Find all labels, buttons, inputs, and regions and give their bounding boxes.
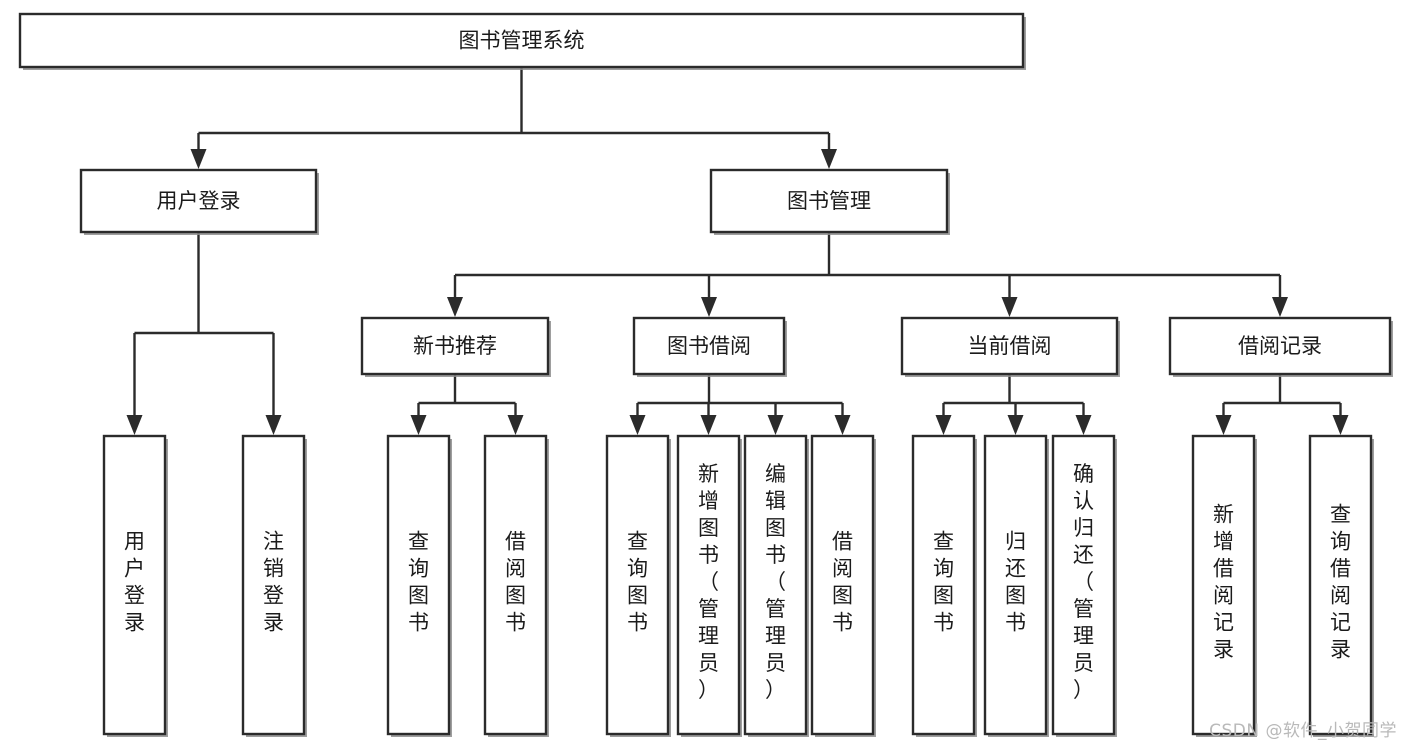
- node-leaf-query-record[interactable]: 查询借阅记录: [1308, 434, 1374, 737]
- node-label: 编辑图书（管理员）: [765, 462, 786, 702]
- node-label: 用户登录: [124, 530, 145, 635]
- node-rect[interactable]: [1308, 434, 1373, 736]
- node-leaf-add-record[interactable]: 新增借阅记录: [1191, 434, 1257, 737]
- node-rect[interactable]: [911, 434, 976, 736]
- node-label: 借阅记录: [1238, 334, 1322, 358]
- arrow-head-icon: [821, 149, 837, 169]
- node-label: 查询图书: [627, 530, 648, 635]
- node-rect[interactable]: [1051, 434, 1116, 736]
- node-leaf-logout[interactable]: 注销登录: [241, 434, 307, 737]
- connector-book-manage: [447, 232, 1288, 317]
- node-leaf-edit-book[interactable]: 编辑图书（管理员）: [743, 434, 809, 737]
- node-rect[interactable]: [1168, 316, 1392, 376]
- arrow-head-icon: [507, 415, 524, 435]
- node-label: 图书借阅: [667, 334, 751, 358]
- connector-layer: [126, 67, 1349, 435]
- node-label: 新书推荐: [413, 334, 497, 358]
- node-rect[interactable]: [605, 434, 670, 736]
- connector-current-borrow: [935, 374, 1092, 435]
- arrow-head-icon: [1075, 415, 1092, 435]
- arrow-head-icon: [190, 149, 207, 169]
- node-current-borrow[interactable]: 当前借阅: [900, 316, 1120, 377]
- node-rect[interactable]: [900, 316, 1119, 376]
- node-user-login[interactable]: 用户登录: [79, 168, 319, 235]
- node-label: 图书管理: [787, 189, 871, 213]
- arrow-head-icon: [1215, 415, 1232, 435]
- node-borrow-record[interactable]: 借阅记录: [1168, 316, 1393, 377]
- connector-user-login: [126, 232, 282, 435]
- node-rect[interactable]: [709, 168, 949, 234]
- arrow-head-icon: [1332, 415, 1349, 435]
- node-leaf-return-book[interactable]: 归还图书: [983, 434, 1049, 737]
- arrow-head-icon: [700, 415, 717, 435]
- node-label: 注销登录: [263, 530, 284, 635]
- node-rect[interactable]: [360, 316, 550, 376]
- arrow-head-icon: [410, 415, 427, 435]
- node-label: 新增图书（管理员）: [698, 462, 719, 702]
- arrow-head-icon: [126, 415, 143, 435]
- node-rect[interactable]: [483, 434, 548, 736]
- node-rect[interactable]: [386, 434, 451, 736]
- node-leaf-add-book[interactable]: 新增图书（管理员）: [676, 434, 742, 737]
- arrow-head-icon: [1001, 297, 1018, 317]
- node-leaf-query-book-2[interactable]: 查询图书: [605, 434, 671, 737]
- node-new-book-rec[interactable]: 新书推荐: [360, 316, 551, 377]
- node-label: 新增借阅记录: [1213, 503, 1234, 662]
- arrow-head-icon: [701, 297, 717, 317]
- node-rect[interactable]: [810, 434, 875, 736]
- node-leaf-borrow-book-2[interactable]: 借阅图书: [810, 434, 876, 737]
- arrow-head-icon: [265, 415, 282, 435]
- node-label: 查询图书: [408, 530, 429, 635]
- connector-borrow-record: [1215, 374, 1349, 435]
- arrow-head-icon: [1272, 297, 1288, 317]
- node-leaf-confirm-return[interactable]: 确认归还（管理员）: [1051, 434, 1117, 737]
- node-rect[interactable]: [102, 434, 167, 736]
- arrow-head-icon: [447, 297, 463, 317]
- arrow-head-icon: [767, 415, 784, 435]
- node-label: 确认归还（管理员）: [1073, 462, 1094, 702]
- node-label: 借阅图书: [505, 530, 526, 635]
- arrow-head-icon: [629, 415, 646, 435]
- node-leaf-borrow-book-1[interactable]: 借阅图书: [483, 434, 549, 737]
- node-root[interactable]: 图书管理系统: [18, 12, 1026, 70]
- node-label: 当前借阅: [968, 334, 1052, 358]
- node-layer: 图书管理系统用户登录图书管理新书推荐图书借阅当前借阅借阅记录用户登录注销登录查询…: [18, 12, 1393, 737]
- node-book-manage[interactable]: 图书管理: [709, 168, 950, 235]
- node-rect[interactable]: [676, 434, 741, 736]
- connector-new-book-rec: [410, 374, 524, 435]
- connector-book-borrow: [629, 374, 851, 435]
- node-rect[interactable]: [1191, 434, 1256, 736]
- node-rect[interactable]: [241, 434, 306, 736]
- node-rect[interactable]: [632, 316, 786, 376]
- node-label: 借阅图书: [832, 530, 853, 635]
- connector-root: [190, 67, 837, 169]
- node-label: 查询图书: [933, 530, 954, 635]
- node-rect[interactable]: [983, 434, 1048, 736]
- arrow-head-icon: [1007, 415, 1024, 435]
- node-label: 归还图书: [1005, 530, 1026, 635]
- node-rect[interactable]: [18, 12, 1025, 69]
- node-leaf-query-book-3[interactable]: 查询图书: [911, 434, 977, 737]
- arrow-head-icon: [834, 415, 851, 435]
- watermark-csdn: CSDN @软件_小贺同学: [1209, 721, 1397, 741]
- node-label: 用户登录: [157, 189, 241, 213]
- node-label: 查询借阅记录: [1330, 503, 1351, 662]
- node-rect[interactable]: [743, 434, 808, 736]
- node-label: 图书管理系统: [459, 29, 585, 53]
- arrow-head-icon: [935, 415, 952, 435]
- node-leaf-query-book-1[interactable]: 查询图书: [386, 434, 452, 737]
- node-book-borrow[interactable]: 图书借阅: [632, 316, 787, 377]
- node-leaf-user-login[interactable]: 用户登录: [102, 434, 168, 737]
- node-rect[interactable]: [79, 168, 318, 234]
